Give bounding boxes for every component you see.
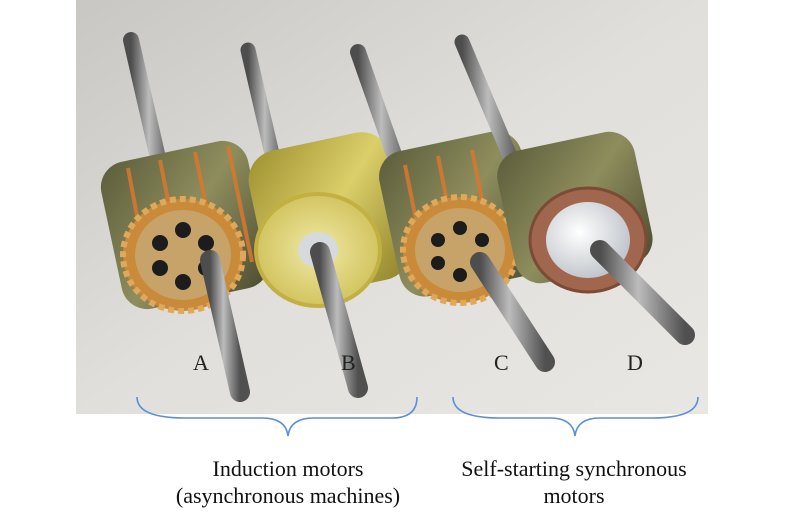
label-b: B — [341, 350, 356, 375]
caption-synchronous-line1: Self-starting synchronous — [461, 456, 687, 481]
brace-induction — [136, 396, 418, 437]
caption-induction: Induction motors (asynchronous machines) — [150, 455, 426, 509]
caption-induction-line2: (asynchronous machines) — [175, 483, 401, 508]
rotor-d — [454, 34, 695, 345]
caption-synchronous: Self-starting synchronous motors — [435, 455, 713, 509]
label-d: D — [627, 350, 643, 375]
caption-induction-line1: Induction motors — [212, 456, 364, 481]
rotor-b — [240, 42, 411, 398]
label-a: A — [193, 350, 209, 375]
label-c: C — [494, 350, 509, 375]
rotor-a — [100, 32, 270, 402]
caption-synchronous-line2: motors — [543, 483, 605, 508]
brace-synchronous — [452, 396, 699, 437]
